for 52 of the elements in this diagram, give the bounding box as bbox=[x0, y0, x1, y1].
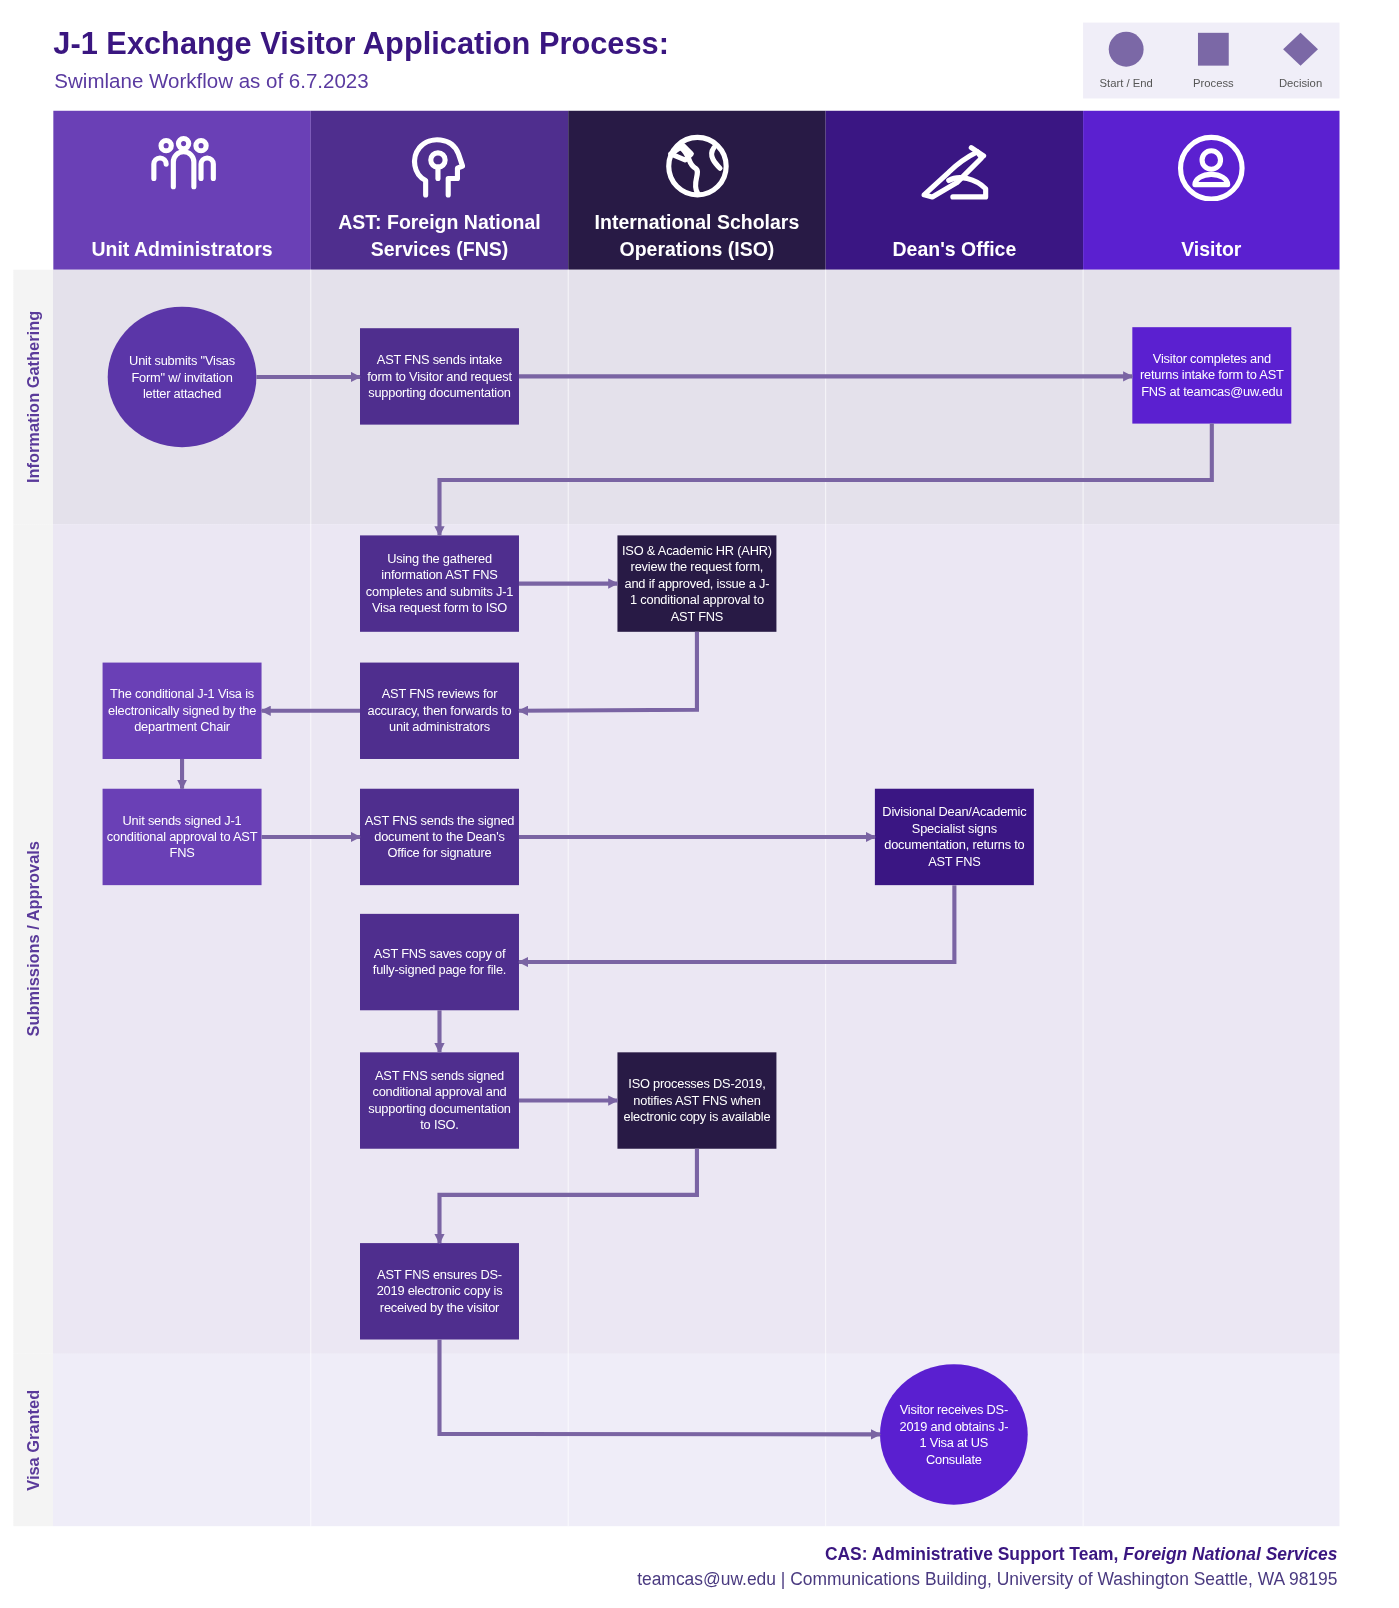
process-box: ISO processes DS-2019, notifies AST FNS when electronic copy is available bbox=[617, 1052, 777, 1149]
lane-title: Dean's Office bbox=[891, 238, 1018, 263]
swimlane-band bbox=[13, 269, 1340, 525]
swimlane-band bbox=[13, 1353, 1340, 1527]
arrow bbox=[176, 759, 188, 790]
lane-header-cell bbox=[825, 110, 1084, 270]
lane-label: Information Gathering bbox=[24, 310, 43, 484]
title: J-1 Exchange Visitor Application Process: bbox=[53, 26, 669, 62]
footer-address-text: teamcas@uw.edu | Communications Building, University of Washington Seattle, WA 98195 bbox=[637, 1569, 1338, 1590]
subtitle: Swimlane Workflow as of 6.7.2023 bbox=[54, 69, 369, 94]
lane-title: AST: Foreign National Services (FNS) bbox=[337, 210, 542, 263]
lane-title: Unit Administrators bbox=[90, 238, 274, 263]
process-box: AST FNS sends the signed document to the Dean's Office for signature bbox=[360, 788, 519, 886]
process-box: Unit sends signed J-1 conditional approval to AST FNS bbox=[102, 788, 262, 886]
legend-label: Start / End bbox=[1098, 76, 1154, 90]
lane-title: International Scholars Operations (ISO) bbox=[593, 210, 801, 263]
process-box: AST FNS sends intake form to Visitor and request supporting documentation bbox=[360, 328, 519, 425]
process-box: AST FNS ensures DS-2019 electronic copy is received by the visitor bbox=[360, 1243, 519, 1340]
swimlane-band bbox=[13, 524, 1340, 1354]
process-box: AST FNS sends signed conditional approval and supporting documentation to ISO. bbox=[360, 1052, 519, 1149]
process-box: The conditional J-1 Visa is electronically signed by the department Chair bbox=[102, 662, 262, 759]
legend-label: Process bbox=[1191, 76, 1235, 90]
arrow bbox=[517, 885, 957, 968]
process-box: Divisional Dean/Academic Specialist signs documentation, returns to AST FNS bbox=[874, 788, 1034, 886]
lane-header-cell bbox=[310, 110, 569, 270]
arrow bbox=[519, 831, 876, 843]
process-box: AST FNS saves copy of fully-signed page for file. bbox=[360, 913, 519, 1011]
arrow bbox=[256, 371, 362, 383]
arrow bbox=[519, 371, 1134, 382]
arrow bbox=[434, 1010, 445, 1054]
arrow bbox=[434, 1148, 699, 1245]
lane-label: Submissions / Approvals bbox=[24, 841, 43, 1037]
lane-header-cell bbox=[568, 110, 826, 270]
process-box: Using the gathered information AST FNS completes and submits J-1 Visa request form to ISO bbox=[360, 535, 519, 632]
start-end-circle: Visitor receives DS-2019 and obtains J-1 Visa at US Consulate bbox=[880, 1364, 1028, 1505]
arrow bbox=[437, 1339, 882, 1440]
arrow bbox=[261, 831, 362, 843]
process-box: Visitor completes and returns intake form to AST FNS at teamcas@uw.edu bbox=[1132, 327, 1292, 424]
lane-title: Visitor bbox=[1180, 238, 1243, 263]
process-box: ISO & Academic HR (AHR) review the request form, and if approved, issue a J-1 conditional approval to AST FNS bbox=[617, 535, 777, 632]
lane-header-cell bbox=[53, 110, 311, 270]
arrow bbox=[260, 705, 360, 716]
process-box: AST FNS reviews for accuracy, then forwards to unit administrators bbox=[360, 662, 519, 759]
footer-team-text: CAS: Administrative Support Team, Foreign National Services bbox=[824, 1544, 1338, 1566]
arrow bbox=[519, 1095, 619, 1106]
arrow bbox=[517, 631, 699, 716]
arrow bbox=[434, 423, 1214, 537]
lane-header-cell bbox=[1083, 110, 1340, 270]
arrow bbox=[519, 578, 619, 589]
start-end-circle: Unit submits "Visas Form" w/ invitation letter attached bbox=[107, 306, 257, 448]
legend-label: Decision bbox=[1277, 76, 1324, 90]
lane-label: Visa Granted bbox=[24, 1389, 43, 1491]
